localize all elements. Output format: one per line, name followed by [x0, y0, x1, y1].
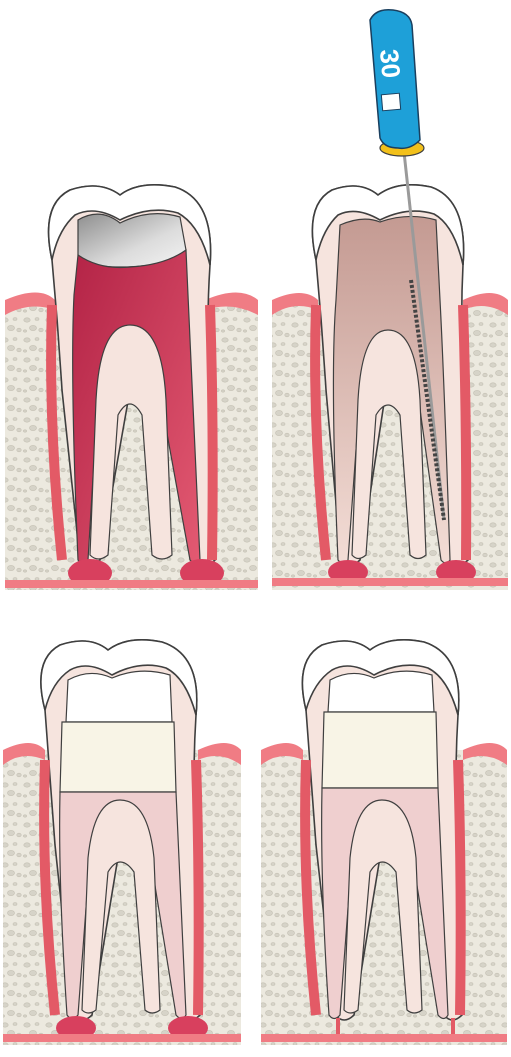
tooth-illustration-4 [258, 620, 511, 1057]
file-size-label: 30 [374, 48, 406, 79]
crown-filling-top [66, 671, 172, 722]
gum-bottom [5, 580, 258, 588]
gum-root-right [463, 305, 466, 560]
crown-filling [60, 722, 176, 792]
panel-canal-filing: 30 [268, 0, 511, 610]
file-size-symbol [381, 93, 400, 111]
gum-root-right [458, 760, 461, 1015]
tooth-illustration-2: 30 [268, 0, 511, 610]
tooth-illustration-1 [0, 175, 262, 610]
gum-bottom [272, 578, 508, 586]
crown-filling-top [328, 671, 434, 712]
panel-canals-filled [0, 620, 245, 1057]
gum-root-right [196, 760, 199, 1015]
gum-bottom [261, 1034, 507, 1042]
panel-healed [258, 620, 511, 1057]
tooth-illustration-3 [0, 620, 245, 1057]
gum-root-right [210, 305, 213, 560]
panel-inflamed-pulp [0, 175, 262, 610]
crown-filling [322, 712, 438, 788]
gum-bottom [3, 1034, 241, 1042]
